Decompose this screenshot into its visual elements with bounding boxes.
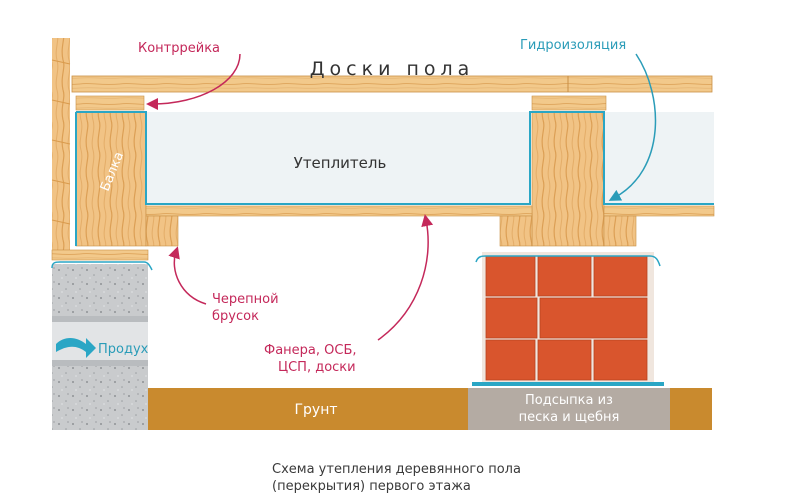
diagram-caption: Схема утепления деревянного пола (перекр… — [272, 461, 672, 495]
counter-batten-left — [75, 95, 145, 111]
label-vent: Продух — [98, 342, 149, 357]
label-subfloor-line1: Фанера, ОСБ, — [264, 343, 357, 358]
brick — [537, 255, 592, 297]
subfloor-board — [145, 205, 533, 217]
brick-courses — [485, 255, 648, 381]
label-bedding-line1: Подсыпка из — [525, 393, 613, 408]
brick-base-line — [472, 382, 664, 386]
label-waterproofing: Гидроизоляция — [520, 38, 626, 53]
cranial-bar-right-b — [603, 215, 637, 247]
label-floor-boards: Доски пола — [310, 58, 475, 80]
brick — [539, 297, 648, 339]
label-ground: Грунт — [294, 402, 337, 418]
floor-boards — [71, 75, 713, 93]
arrow-cranial-bar — [168, 246, 207, 305]
brick — [537, 339, 592, 381]
beam-right — [531, 111, 605, 247]
label-subfloor-line2: ЦСП, доски — [278, 360, 356, 375]
brick — [593, 339, 648, 381]
label-insulation: Утеплитель — [294, 154, 387, 172]
brick — [485, 255, 536, 297]
subfloor-board-right — [603, 205, 715, 217]
brick — [485, 297, 538, 339]
caption-line-2: (перекрытия) первого этажа — [272, 479, 471, 494]
insulation-block-right — [604, 112, 714, 204]
cranial-bar-left — [145, 215, 179, 247]
beam-left — [75, 111, 147, 247]
arrow-counter-batten — [146, 53, 241, 110]
arrow-waterproofing — [608, 53, 657, 201]
counter-batten-right — [531, 95, 607, 111]
label-counter-batten: Контррейка — [138, 41, 220, 56]
bedding-block — [468, 388, 670, 430]
bracket-left — [51, 261, 153, 271]
arrow-subfloor — [377, 214, 434, 341]
cranial-bar-right-a — [499, 215, 533, 247]
label-bedding-line2: песка и щебня — [519, 410, 620, 425]
label-cranial-bar-line2: брусок — [212, 309, 259, 324]
brick — [485, 339, 536, 381]
left-wall — [51, 38, 71, 258]
caption-line-1: Схема утепления деревянного пола — [272, 462, 521, 477]
bracket-right — [475, 255, 661, 267]
label-cranial-bar-line1: Черепной — [212, 292, 279, 307]
vent-arrow-icon — [56, 338, 96, 358]
insulation-block — [146, 112, 530, 204]
left-plate — [51, 249, 149, 261]
waterproofing-membrane — [75, 111, 714, 246]
brick — [593, 255, 648, 297]
